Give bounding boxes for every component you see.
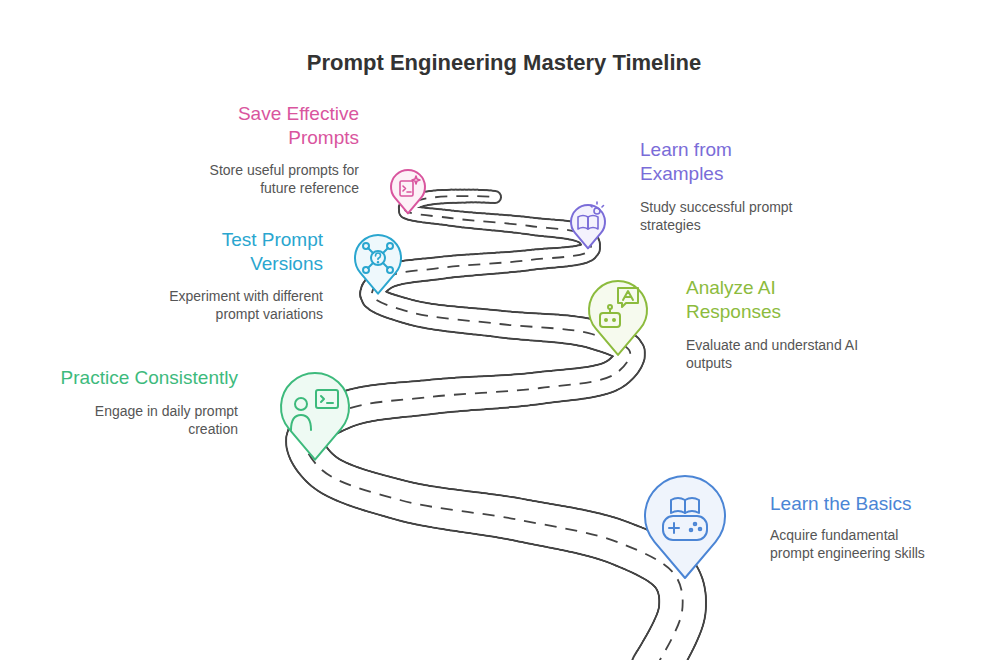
- milestone-description: Experiment with different prompt variati…: [145, 287, 323, 323]
- dpad-symbol: [669, 523, 679, 533]
- body-symbol: [291, 415, 311, 430]
- road-surface: [305, 196, 683, 660]
- gamepad-icon: [663, 498, 707, 540]
- person-terminal-icon: [291, 390, 338, 430]
- terminal-symbol: [316, 390, 338, 408]
- robot-symbol: [600, 313, 620, 327]
- milestone-description: Evaluate and understand AI outputs: [686, 336, 886, 372]
- milestone-heading: Save Effective Prompts: [224, 102, 359, 150]
- prompt-symbol: [321, 396, 333, 403]
- pin-outline: [571, 205, 605, 248]
- button-symbol: [694, 523, 697, 526]
- pin-outline: [281, 373, 349, 460]
- document-symbol: [400, 181, 413, 196]
- milestone-heading: Analyze AI Responses: [686, 276, 811, 324]
- diagram-title: Prompt Engineering Mastery Timeline: [0, 49, 1008, 77]
- pin-outline: [391, 170, 425, 213]
- hub-symbol: [371, 251, 385, 265]
- milestone-heading: Practice Consistently: [8, 366, 238, 390]
- milestone-heading: Learn the Basics: [770, 492, 990, 516]
- pin-shape: [388, 167, 428, 216]
- question-symbol: [376, 253, 381, 260]
- milestone-description: Engage in daily prompt creation: [78, 402, 238, 438]
- node-symbol: [363, 243, 369, 249]
- milestone-description: Store useful prompts for future referenc…: [189, 161, 359, 197]
- book-symbol: [588, 216, 598, 230]
- ray-symbol: [591, 202, 604, 207]
- milestone-description: Acquire fundamental prompt engineering s…: [770, 526, 938, 562]
- bulb-symbol: [594, 208, 600, 214]
- pin-shape: [352, 232, 404, 297]
- road-centerline: [305, 196, 683, 660]
- milestone-description: Study successful prompt strategies: [640, 198, 818, 234]
- antenna-symbol: [608, 305, 612, 309]
- book-bulb-icon: [578, 202, 604, 229]
- road-edge: [305, 196, 683, 660]
- pin-shape: [642, 473, 728, 581]
- milestone-pin: Practice ConsistentlyEngage in daily pro…: [278, 370, 352, 463]
- pin-outline: [645, 476, 725, 578]
- gamepad-symbol: [663, 516, 707, 540]
- milestone-heading: Learn from Examples: [640, 138, 765, 186]
- eye-symbol: [605, 319, 607, 321]
- prompt-symbol: [403, 186, 411, 192]
- pin-shape: [278, 370, 352, 463]
- sparkle-symbol: [412, 176, 420, 184]
- document-icon: [400, 176, 420, 196]
- milestone-pin: Analyze AI ResponsesEvaluate and underst…: [586, 278, 650, 358]
- question-symbol: [377, 262, 378, 263]
- node-symbol: [387, 243, 393, 249]
- network-icon: [363, 243, 393, 273]
- node-symbol: [363, 267, 369, 273]
- road-guide: [305, 196, 683, 660]
- antenna-symbol: [609, 309, 611, 313]
- link-symbol: [368, 248, 388, 268]
- milestone-pin: Learn from ExamplesStudy successful prom…: [568, 202, 608, 251]
- node-symbol: [387, 267, 393, 273]
- book-symbol: [685, 498, 699, 513]
- road-surface: [491, 192, 495, 202]
- road-edge: [491, 190, 495, 204]
- button-symbol: [690, 529, 693, 532]
- eye-symbol: [613, 319, 615, 321]
- milestone-heading: Test Prompt Versions: [198, 228, 323, 276]
- book-symbol: [671, 498, 685, 513]
- milestone-pin: Test Prompt VersionsExperiment with diff…: [352, 232, 404, 297]
- pin-shape: [586, 278, 650, 358]
- robot-bubble-icon: [600, 288, 638, 327]
- book-symbol: [578, 216, 588, 230]
- pin-shape: [568, 202, 608, 251]
- pin-outline: [355, 235, 401, 294]
- bubble-symbol: [618, 288, 638, 307]
- button-symbol: [699, 528, 702, 531]
- head-symbol: [295, 398, 307, 410]
- milestone-pin: Save Effective PromptsStore useful promp…: [388, 167, 428, 216]
- milestone-pin: Learn the BasicsAcquire fundamental prom…: [642, 473, 728, 581]
- pin-outline: [589, 281, 647, 355]
- letter-symbol: [623, 291, 633, 300]
